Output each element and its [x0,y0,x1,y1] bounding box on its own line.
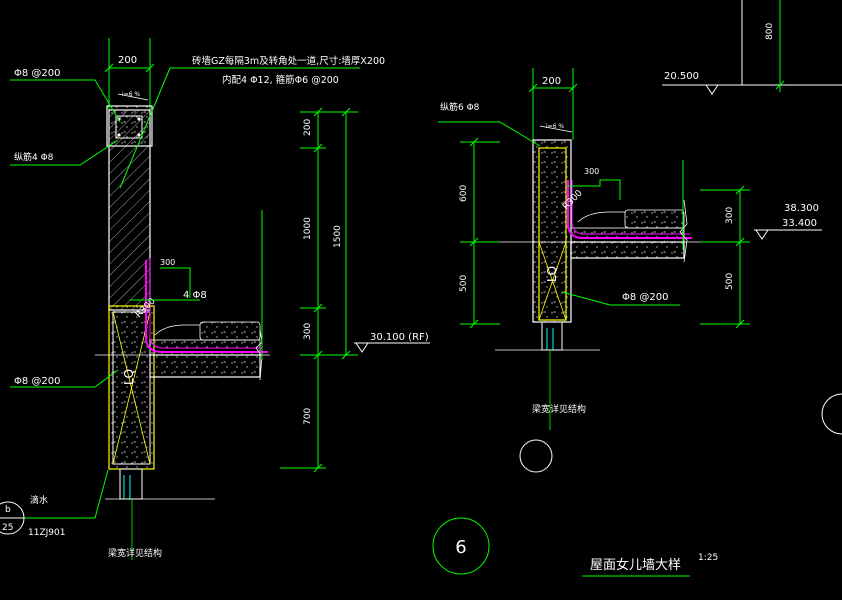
left-ref-bubble-bottom: 25 [2,523,13,533]
right-elevation-marker [754,229,822,240]
left-coping-rebar [115,115,143,139]
detail-number-circle [432,517,490,575]
right-edge-grid-bubble [821,393,842,435]
right-slope-top: i=6 % [546,123,564,130]
left-note-drip: 滴水 [30,494,48,506]
right-roof-slab [570,241,685,259]
top-right-dimension [775,0,785,92]
right-left-dimensions [460,137,500,329]
left-elevation-marker [354,342,430,353]
right-dim-500-right: 500 [725,273,735,290]
left-waterproof-layer [145,260,268,353]
top-right-elevation: 20.500 [664,71,699,82]
left-note-gz-line2: 内配4 Φ12, 箍筋Φ6 @200 [222,74,339,86]
left-vertical-dimensions [261,107,358,473]
top-right-elevation-marker [662,0,842,95]
right-leaders [438,121,680,306]
top-right-dim-800: 800 [765,23,775,40]
right-dim-500-left: 500 [459,275,469,292]
left-note-300: 300 [160,258,175,267]
detail-scale: 1:25 [698,553,718,563]
left-note-see-structure: 梁宽详见结构 [108,547,162,559]
left-leaders [10,67,360,519]
left-note-gz-line1: 砖墙GZ每隔3m及转角处一道,尺寸:墙厚X200 [192,55,385,67]
right-note-rebar: Φ8 @200 [622,292,669,303]
left-dim-top-width: 200 [118,55,137,66]
left-ref-bubble-top: b [5,505,11,515]
left-note-4phi8: 4 Φ8 [183,290,207,301]
detail-number: 6 [455,537,466,558]
right-elevation-bottom: 33.400 [782,218,817,229]
right-roof-layers [570,227,685,243]
left-elevation: 30.100 (RF) [370,332,429,343]
left-dim-700: 700 [303,408,313,425]
left-roof-slab [149,354,261,378]
title-block: 6 屋面女儿墙大样 1:25 [432,517,718,577]
right-dim-600: 600 [459,185,469,202]
left-dim-200: 200 [303,119,313,136]
right-top-width-dimension [528,68,578,140]
left-lo-label: LQ [122,369,136,385]
right-parapet-detail: 200 LQ i=6 % R300 纵筋6 Φ8 300 [438,0,842,473]
left-top-width-dimension [104,38,155,110]
detail-title: 屋面女儿墙大样 [590,557,681,573]
left-note-tie: 纵筋4 Φ8 [14,151,54,163]
right-elevation-top: 38.300 [784,203,819,214]
left-parapet-detail: 200 i=6 % LQ R300 [0,38,430,560]
left-dim-1000: 1000 [303,217,313,240]
right-column [538,147,567,321]
right-note-see-structure: 梁宽详见结构 [532,403,586,415]
left-dim-300: 300 [303,323,313,340]
left-note-rebar-top: Φ8 @200 [14,68,61,79]
right-note-tie: 纵筋6 Φ8 [440,101,480,113]
left-slope-top: i=6 % [122,91,140,98]
right-waterproof-layer [567,180,692,239]
right-dim-top-width: 200 [542,76,561,87]
left-note-code: 11ZJ901 [28,528,65,538]
right-right-dimensions [682,160,750,329]
left-dim-1500: 1500 [333,225,343,248]
right-dim-300-right: 300 [725,207,735,224]
left-coping [106,105,153,147]
left-note-rebar-mid: Φ8 @200 [14,376,61,387]
right-grid-bubble [519,439,553,473]
right-lo-label: LQ [545,266,559,282]
right-note-300: 300 [584,167,599,176]
